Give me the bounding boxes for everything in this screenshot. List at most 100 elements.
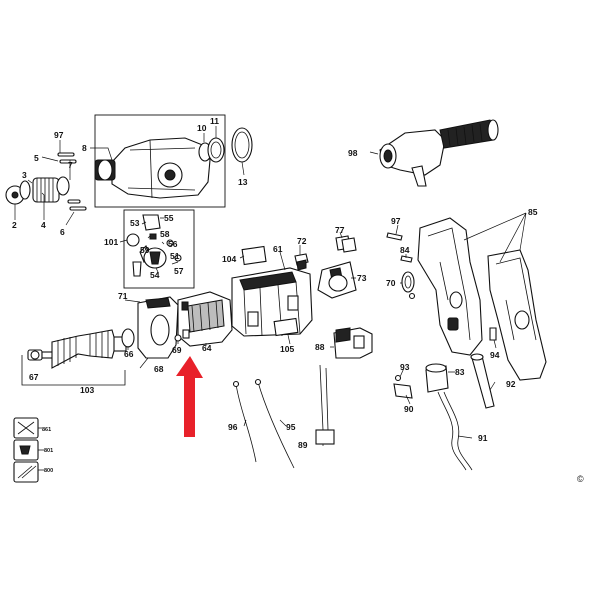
copyright-mark: © [577, 474, 584, 484]
label-67: 67 [29, 372, 39, 382]
label-72: 72 [297, 236, 307, 246]
label-93: 93 [400, 362, 410, 372]
leader-lines [14, 126, 527, 471]
spring-part-58 [149, 233, 157, 240]
indicator-arrow [176, 356, 203, 437]
label-plate-part-105 [273, 317, 299, 337]
label-92: 92 [506, 379, 516, 389]
label-10: 10 [197, 123, 207, 133]
screw-part-84 [400, 255, 413, 263]
lead-wire-part-96 [235, 383, 257, 463]
pin-part-6 [69, 206, 87, 211]
tool-part-861 [13, 417, 39, 439]
power-cable-part-91 [437, 391, 467, 471]
brush-plate-part-73 [317, 261, 357, 299]
label-71: 71 [118, 291, 128, 301]
screw-part-94 [489, 327, 497, 341]
gear-housing-part [94, 137, 211, 199]
cable-guard-part-92 [470, 353, 495, 409]
label-58: 58 [160, 229, 170, 239]
label-88: 88 [315, 342, 325, 352]
label-95: 95 [286, 422, 296, 432]
cable-clamp-part-90 [393, 383, 413, 399]
label-54: 54 [150, 270, 160, 280]
baffle-part-68 [137, 296, 179, 359]
label-69: 69 [172, 345, 182, 355]
label-59: 59 [140, 245, 150, 255]
label-103: 103 [80, 385, 94, 395]
label-105: 105 [280, 344, 294, 354]
label-861: 861 [42, 427, 51, 433]
washer-part-3 [19, 180, 31, 200]
label-94: 94 [490, 350, 500, 360]
label-13: 13 [238, 177, 248, 187]
label-11: 11 [210, 116, 219, 126]
label-97-right: 97 [391, 216, 401, 226]
label-3: 3 [22, 170, 27, 180]
label-53: 53 [130, 218, 140, 228]
brush-part-77 [335, 235, 357, 253]
label-4: 4 [41, 220, 46, 230]
ring-part-7 [56, 176, 70, 196]
label-97-top: 97 [54, 130, 64, 140]
label-64: 64 [202, 343, 212, 353]
label-70: 70 [386, 278, 396, 288]
label-61: 61 [273, 244, 283, 254]
label-68: 68 [154, 364, 164, 374]
side-handle-part-98 [379, 119, 499, 187]
label-91: 91 [478, 433, 488, 443]
label-801: 801 [44, 448, 53, 454]
screw-part-69 [174, 334, 182, 342]
label-51: 51 [170, 251, 180, 261]
lead-wire-part-95 [257, 381, 295, 469]
pin-part-5 [59, 159, 77, 164]
screw-part-97 [386, 232, 403, 241]
label-8: 8 [82, 143, 87, 153]
ring-part-53 [126, 233, 140, 247]
label-plate-part-104 [241, 245, 267, 266]
screw-part-56 [166, 239, 174, 247]
screw-part-93 [394, 374, 402, 382]
tool-part-801 [13, 439, 39, 461]
motor-housing-part-61 [231, 267, 313, 337]
part-101-frame [123, 209, 195, 289]
strain-relief-part-83 [425, 363, 449, 393]
capacitor-part-89 [315, 364, 335, 445]
label-2: 2 [12, 220, 17, 230]
pin-part-97 [57, 152, 75, 157]
clip-part-51 [132, 261, 142, 277]
label-57: 57 [174, 266, 184, 276]
front-assembly-group [5, 114, 253, 211]
screw-part-57 [174, 254, 182, 262]
handle-half-right-part-85 [487, 249, 547, 381]
switch-kit-group [123, 209, 195, 289]
handle-half-left-part-85 [417, 217, 483, 356]
washer-part-66 [121, 328, 135, 348]
label-98: 98 [348, 148, 358, 158]
label-66: 66 [124, 349, 134, 359]
label-73: 73 [357, 273, 367, 283]
part-number-labels: 97 5 7 3 8 2 4 6 10 11 13 98 53 55 58 10… [12, 116, 538, 474]
label-83: 83 [455, 367, 465, 377]
label-6: 6 [60, 227, 65, 237]
label-90: 90 [404, 404, 414, 414]
label-85: 85 [528, 207, 538, 217]
label-89: 89 [298, 440, 308, 450]
label-7: 7 [68, 160, 73, 170]
label-96: 96 [228, 422, 238, 432]
label-5: 5 [34, 153, 39, 163]
label-101: 101 [104, 237, 118, 247]
label-104: 104 [222, 254, 236, 264]
sleeve-part-4 [32, 177, 60, 203]
label-56: 56 [168, 239, 178, 249]
label-55: 55 [164, 213, 174, 223]
switch-part-88 [333, 327, 373, 359]
label-800: 800 [44, 468, 53, 474]
brush-holder-part-72 [294, 253, 309, 271]
stator-part-64 [177, 291, 233, 347]
button-part-55 [142, 214, 161, 231]
label-77: 77 [335, 225, 345, 235]
knob-part-70 [401, 271, 415, 293]
label-84: 84 [400, 245, 410, 255]
